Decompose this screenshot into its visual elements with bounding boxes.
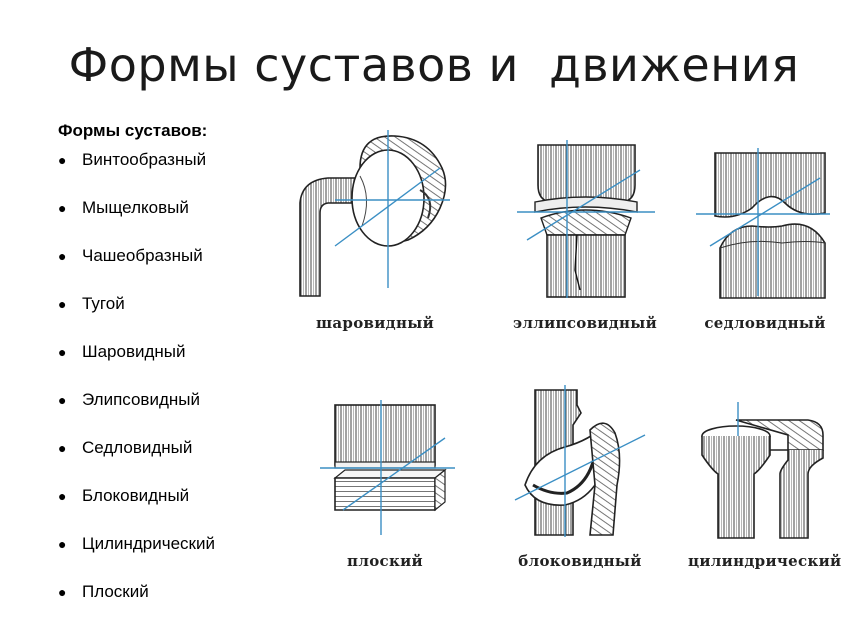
bullet-icon: ● <box>58 248 67 264</box>
diagram-caption: шаровидный <box>315 314 435 332</box>
bullet-icon: ● <box>58 536 67 552</box>
diagram-ellipsoid: эллипсовидный <box>505 140 665 340</box>
bullet-icon: ● <box>58 584 67 600</box>
list-item: ●Плоский <box>58 580 215 628</box>
flat-joint-icon <box>320 400 455 535</box>
cylindrical-joint-icon <box>701 402 824 539</box>
diagram-saddle: седловидный <box>690 148 840 338</box>
diagram-ball: шаровидный <box>290 128 460 338</box>
list-item: ●Винтообразный <box>58 148 215 196</box>
diagram-cylinder: цилиндрический <box>688 400 842 580</box>
list-item: ●Шаровидный <box>58 340 215 388</box>
page-title: Формы суставов и движения <box>68 38 800 92</box>
list-heading: Формы суставов: <box>58 121 208 140</box>
diagram-hinge: блоковидный <box>505 385 655 580</box>
list-item: ●Седловидный <box>58 436 215 484</box>
diagram-caption: блоковидный <box>518 552 642 570</box>
bullet-icon: ● <box>58 440 67 456</box>
diagram-caption: эллипсовидный <box>512 314 658 332</box>
bullet-icon: ● <box>58 344 67 360</box>
list-item: ●Тугой <box>58 292 215 340</box>
diagram-caption: седловидный <box>704 314 826 332</box>
list-item: ●Блоковидный <box>58 484 215 532</box>
list-item: ●Элипсовидный <box>58 388 215 436</box>
list-item: ●Чашеобразный <box>58 244 215 292</box>
diagram-caption: цилиндрический <box>688 552 842 570</box>
ball-joint-icon <box>299 130 450 297</box>
saddle-joint-icon <box>696 148 830 299</box>
bullet-icon: ● <box>58 392 67 408</box>
joint-types-list: ●Винтообразный ●Мыщелковый ●Чашеобразный… <box>58 148 215 628</box>
hinge-joint-icon <box>514 385 646 537</box>
ellipsoid-joint-icon <box>517 140 655 298</box>
bullet-icon: ● <box>58 296 67 312</box>
list-item: ●Мыщелковый <box>58 196 215 244</box>
diagram-flat: плоский <box>315 400 455 580</box>
bullet-icon: ● <box>58 152 67 168</box>
bullet-icon: ● <box>58 488 67 504</box>
list-item: ●Цилиндрический <box>58 532 215 580</box>
diagram-caption: плоский <box>347 552 423 570</box>
bullet-icon: ● <box>58 200 67 216</box>
